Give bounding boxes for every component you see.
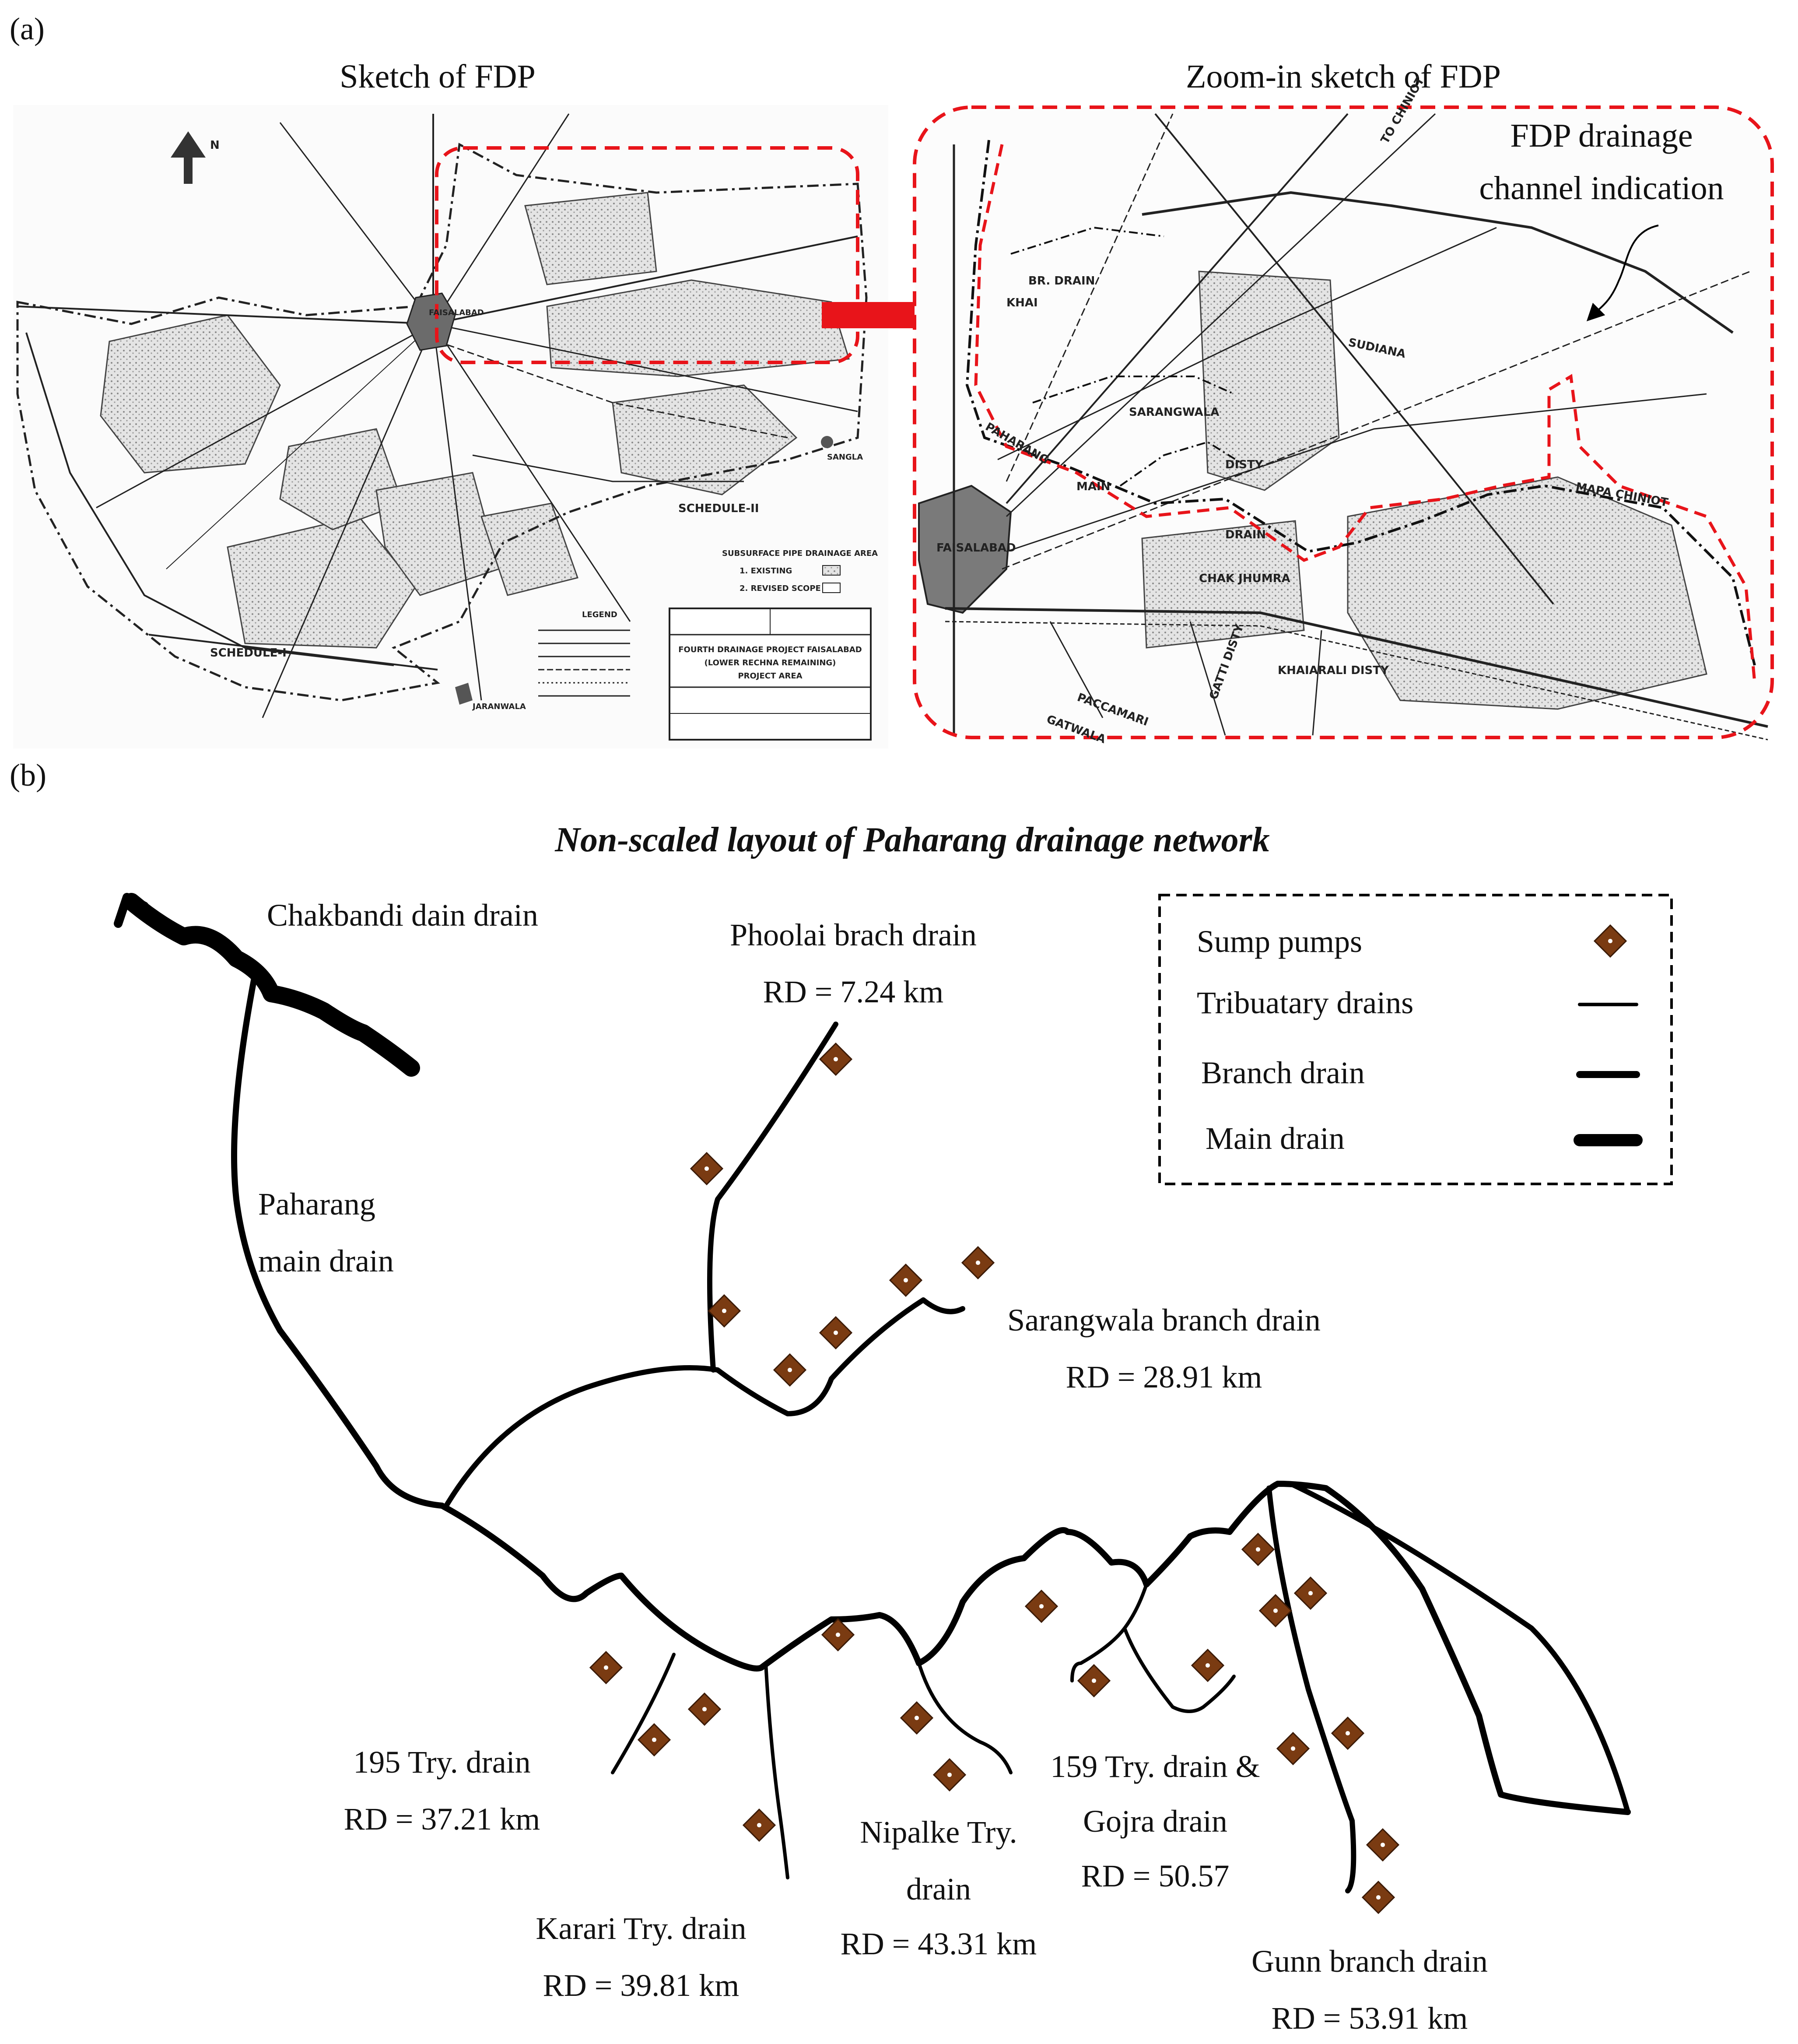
map-project-box3: PROJECT AREA bbox=[738, 671, 802, 681]
map-project-box2: (LOWER RECHNA REMAINING) bbox=[704, 658, 836, 667]
sarangwala-branch-drain bbox=[444, 1297, 965, 1508]
zoom-title: Zoom-in sketch of FDP bbox=[1186, 58, 1501, 95]
sump-pump-8-dot bbox=[603, 1665, 609, 1670]
sump-pump-7-dot bbox=[975, 1260, 981, 1265]
zoom-khai: KHAI bbox=[1006, 296, 1038, 309]
north-n: N bbox=[210, 139, 220, 152]
nipalke-drain bbox=[917, 1661, 1013, 1774]
zoom-drain: DRAIN bbox=[1225, 528, 1266, 541]
label-phoolai-2: RD = 7.24 km bbox=[763, 974, 944, 1009]
map-jaranwala: JARANWALA bbox=[472, 702, 526, 711]
map-subsurface: SUBSURFACE PIPE DRAINAGE AREA bbox=[722, 549, 878, 558]
panel-a-label: (a) bbox=[10, 11, 45, 46]
sump-pump-3-dot bbox=[722, 1308, 727, 1313]
sump-pump-20-dot bbox=[1308, 1591, 1313, 1596]
chakbandi-drain bbox=[123, 893, 420, 1077]
label-t159-2: Gojra drain bbox=[1083, 1804, 1227, 1839]
map-schedule1: SCHEDULE-I bbox=[210, 646, 287, 660]
map-project-box1: FOURTH DRAINAGE PROJECT FAISALABAD bbox=[678, 645, 862, 654]
zoom-chak-jhumra: CHAK JHUMRA bbox=[1199, 572, 1290, 585]
gunn-branch-drain bbox=[1266, 1486, 1356, 1893]
zoom-br-drain: BR. DRAIN bbox=[1028, 274, 1095, 288]
zoom-frame bbox=[913, 105, 1774, 739]
label-karari-2: RD = 39.81 km bbox=[543, 1968, 740, 2003]
label-gunn-1: Gunn branch drain bbox=[1251, 1944, 1488, 1979]
legend-main: Main drain bbox=[1206, 1121, 1345, 1156]
sump-pump-13-dot bbox=[914, 1715, 919, 1721]
label-sarangwala-1: Sarangwala branch drain bbox=[1007, 1303, 1321, 1338]
network-legend: Sump pumps Tribuatary drains Branch drai… bbox=[1158, 894, 1673, 1185]
map-faisalabad: FAISALABAD bbox=[429, 308, 484, 317]
indication-arrow bbox=[1586, 225, 1659, 322]
sump-pump-12-dot bbox=[835, 1632, 841, 1637]
sump-pump-22-dot bbox=[1345, 1731, 1350, 1736]
sketch-title: Sketch of FDP bbox=[340, 58, 536, 95]
sump-pump-9-dot bbox=[652, 1737, 657, 1742]
sump-pump-14-dot bbox=[947, 1772, 952, 1777]
fdp-sketch-map: N FAISALABAD SCHEDULE-I SCHEDULE-II JARA… bbox=[13, 105, 888, 748]
indication-line1: FDP drainage bbox=[1510, 117, 1693, 154]
label-t159-1: 159 Try. drain & bbox=[1050, 1749, 1260, 1784]
sump-pumps bbox=[589, 1042, 1400, 1914]
label-nipalke-2: drain bbox=[906, 1872, 971, 1907]
label-t195-2: RD = 37.21 km bbox=[344, 1802, 540, 1837]
right-branch-drain bbox=[1288, 1481, 1630, 1815]
label-gunn-2: RD = 53.91 km bbox=[1272, 2001, 1468, 2036]
sump-pump-5-dot bbox=[833, 1330, 838, 1335]
label-t159-3: RD = 50.57 bbox=[1081, 1858, 1230, 1893]
phoolai-branch-drain bbox=[707, 1022, 838, 1373]
legend-branch: Branch drain bbox=[1201, 1055, 1365, 1090]
karari-drain bbox=[764, 1661, 789, 1879]
legend-tributary: Tribuatary drains bbox=[1197, 985, 1413, 1020]
sump-pump-11-dot bbox=[757, 1823, 762, 1828]
label-karari-1: Karari Try. drain bbox=[536, 1911, 746, 1946]
sump-pump-15-dot bbox=[1039, 1604, 1044, 1609]
sump-pump-16-dot bbox=[1091, 1678, 1097, 1683]
sump-pump-23-dot bbox=[1380, 1842, 1385, 1847]
label-chakbandi: Chakbandi dain drain bbox=[267, 898, 538, 933]
label-nipalke-3: RD = 43.31 km bbox=[841, 1926, 1037, 1961]
sump-pump-2-dot bbox=[704, 1166, 709, 1171]
label-paharang-2: main drain bbox=[258, 1243, 394, 1278]
legend-pump-symbol bbox=[1593, 924, 1627, 958]
map-revised: 2. REVISED SCOPE bbox=[740, 584, 821, 593]
map-legend: LEGEND bbox=[582, 610, 617, 619]
legend-sump-pumps: Sump pumps bbox=[1197, 924, 1362, 959]
sump-pump-19-dot bbox=[1273, 1608, 1278, 1613]
sump-pump-21-dot bbox=[1290, 1746, 1296, 1751]
sump-pump-4-dot bbox=[787, 1367, 792, 1373]
sump-pump-1-dot bbox=[833, 1057, 838, 1062]
map-existing: 1. EXISTING bbox=[740, 566, 792, 576]
zoom-faisalabad: FAISALABAD bbox=[936, 541, 1016, 555]
indication-line2: channel indication bbox=[1479, 170, 1724, 207]
sump-pump-18-dot bbox=[1255, 1547, 1261, 1552]
label-phoolai-1: Phoolai brach drain bbox=[730, 917, 977, 952]
label-paharang-1: Paharang bbox=[258, 1187, 375, 1222]
sump-pump-6-dot bbox=[903, 1278, 908, 1283]
legend-pump-diamond-dot bbox=[1608, 938, 1613, 944]
zoom-khaiarali-disty: KHAIARALI DISTY bbox=[1278, 664, 1389, 677]
panel-b-label: (b) bbox=[10, 758, 46, 793]
sump-pump-10-dot bbox=[702, 1707, 707, 1712]
zoom-arrow bbox=[822, 284, 954, 346]
t195-drain bbox=[611, 1653, 676, 1774]
sump-pump-24-dot bbox=[1376, 1895, 1381, 1900]
panel-b-title: Non-scaled layout of Paharang drainage n… bbox=[554, 821, 1269, 859]
label-t195-1: 195 Try. drain bbox=[353, 1745, 530, 1780]
map-schedule2: SCHEDULE-II bbox=[678, 502, 759, 515]
zoom-sarangwala: SARANGWALA bbox=[1129, 406, 1219, 419]
sump-pump-17-dot bbox=[1205, 1663, 1210, 1668]
map-sangla: SANGLA bbox=[827, 453, 863, 462]
t159-gojra-drain bbox=[1070, 1583, 1236, 1713]
label-sarangwala-2: RD = 28.91 km bbox=[1066, 1359, 1262, 1394]
fdp-zoom-map: FAISALABAD TO CHINIOT KHAI BR. DRAIN PAH… bbox=[913, 74, 1774, 746]
zoom-disty: DISTY bbox=[1225, 458, 1264, 471]
chakbandi-arrow-tip bbox=[114, 893, 149, 928]
drainage-network bbox=[114, 893, 1631, 1893]
zoom-main: MAIN bbox=[1076, 480, 1110, 493]
label-nipalke-1: Nipalke Try. bbox=[860, 1815, 1017, 1850]
